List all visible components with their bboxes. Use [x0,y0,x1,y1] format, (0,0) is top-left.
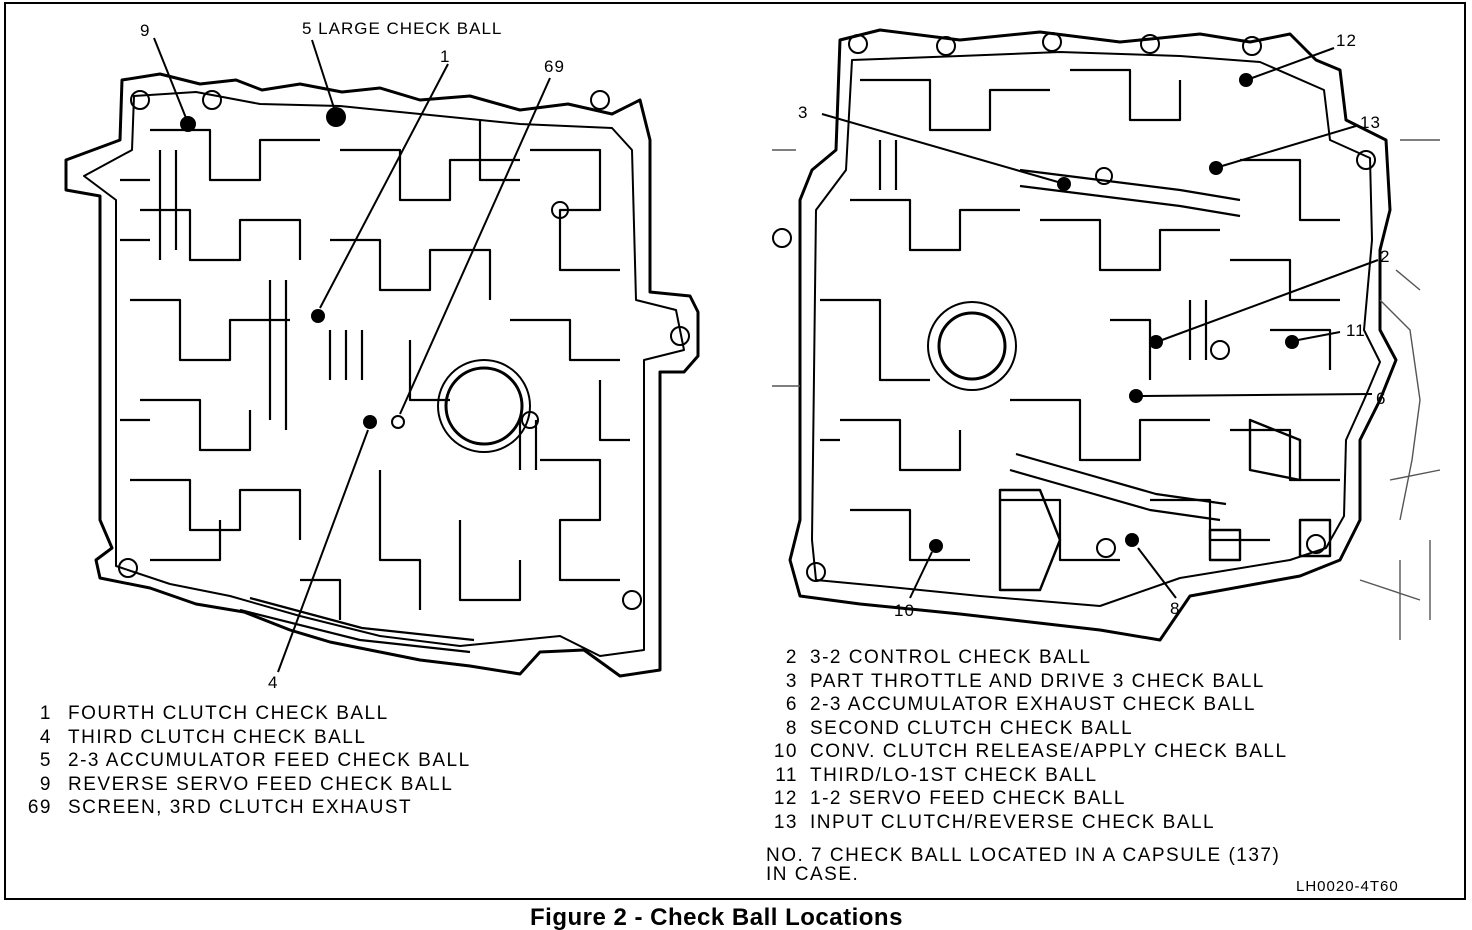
check-ball-6 [1129,389,1143,403]
legend-row: 11 THIRD/LO-1ST CHECK BALL [766,764,1326,788]
callout-9: 9 [140,21,151,40]
note-line-1: NO. 7 CHECK BALL LOCATED IN A CAPSULE (1… [766,845,1281,866]
left-bore [444,366,524,446]
legend-text: THIRD/LO-1ST CHECK BALL [810,764,1098,786]
legend-number: 2 [785,647,798,668]
legend-number: 12 [773,788,798,809]
legend-number: 11 [775,764,798,786]
check-ball-3 [1057,177,1071,191]
check-ball-8 [1125,533,1139,547]
legend-text: SECOND CLUTCH CHECK BALL [810,717,1134,739]
right-bore [937,311,1007,381]
right-leader-lines [821,47,1379,599]
legend-text: CONV. CLUTCH RELEASE/APPLY CHECK BALL [810,741,1288,762]
figure-caption: Figure 2 - Check Ball Locations [530,904,903,930]
legend-number: 9 [39,773,52,795]
legend-number: 69 [27,797,52,818]
legend-number: 5 [39,750,52,771]
legend-row: 3 PART THROTTLE AND DRIVE 3 CHECK BALL [766,670,1326,694]
callout-10: 10 [894,601,915,620]
left-bolt-holes [118,90,690,610]
legend-number: 10 [773,741,798,762]
right-irregular-blocks [998,418,1332,592]
left-body-inner-outline [83,91,685,657]
legend-row: 1 FOURTH CLUTCH CHECK BALL [10,702,510,726]
callout-8: 8 [1170,599,1181,618]
legend-text: 1-2 SERVO FEED CHECK BALL [810,788,1126,809]
right-case-hatching [772,139,1441,640]
legend-row: 6 2-3 ACCUMULATOR EXHAUST CHECK BALL [766,693,1326,717]
legend-row: 10 CONV. CLUTCH RELEASE/APPLY CHECK BALL [766,740,1326,764]
right-body-outline [788,28,1398,642]
legend-row: 4 THIRD CLUTCH CHECK BALL [10,726,510,750]
left-valve-body [64,72,700,678]
legend-text: SCREEN, 3RD CLUTCH EXHAUST [68,797,413,818]
callout-5: 5 LARGE CHECK BALL [302,19,503,38]
legend-text: REVERSE SERVO FEED CHECK BALL [68,773,454,795]
legend-number: 8 [785,717,798,739]
left-leader-lines [153,37,551,673]
callout-69: 69 [544,57,565,76]
callout-11: 11 [1346,321,1366,340]
left-body-outline [64,72,700,678]
callout-12: 12 [1336,31,1357,50]
legend-row: 12 1-2 SERVO FEED CHECK BALL [766,787,1326,811]
legend-number: 3 [785,670,798,692]
left-fluid-channels [120,120,630,654]
legend-number: 13 [773,811,798,833]
legend-number: 1 [39,703,52,724]
callout-4: 4 [268,673,279,692]
check-ball-13 [1209,161,1223,175]
legend-row: 9 REVERSE SERVO FEED CHECK BALL [10,773,510,797]
figure-code: LH0020-4T60 [1296,878,1399,895]
legend-text: THIRD CLUTCH CHECK BALL [68,726,367,748]
right-bolt-holes [772,32,1376,582]
legend-text: PART THROTTLE AND DRIVE 3 CHECK BALL [810,670,1265,692]
right-check-balls [929,73,1299,553]
check-ball-9 [180,116,196,132]
legend-row: 69 SCREEN, 3RD CLUTCH EXHAUST [10,796,510,820]
callout-2: 2 [1380,247,1391,266]
figure-border [4,2,1466,900]
check-ball-2 [1149,335,1163,349]
check-ball-1 [311,309,325,323]
callout-6: 6 [1376,389,1387,408]
left-check-balls [180,107,405,429]
callout-1: 1 [440,47,451,66]
legend-text: 2-3 ACCUMULATOR EXHAUST CHECK BALL [810,694,1256,715]
callout-13: 13 [1360,113,1381,132]
legend-number: 4 [39,726,52,748]
legend-number: 6 [785,694,798,715]
left-legend: 1 FOURTH CLUTCH CHECK BALL 4 THIRD CLUTCH … [10,702,510,820]
note-line-2: IN CASE. [766,864,860,885]
check-ball-11 [1285,335,1299,349]
check-ball-4 [363,415,377,429]
legend-text: 2-3 ACCUMULATOR FEED CHECK BALL [68,750,471,771]
check-ball-12 [1239,73,1253,87]
legend-row: 2 3-2 CONTROL CHECK BALL [766,646,1326,670]
capsule-note: NO. 7 CHECK BALL LOCATED IN A CAPSULE (1… [766,846,1280,884]
legend-row: 13 INPUT CLUTCH/REVERSE CHECK BALL [766,811,1326,835]
check-ball-10 [929,539,943,553]
legend-row: 8 SECOND CLUTCH CHECK BALL [766,717,1326,741]
legend-row: 5 2-3 ACCUMULATOR FEED CHECK BALL [10,749,510,773]
legend-text: FOURTH CLUTCH CHECK BALL [68,703,389,724]
callout-3: 3 [798,103,809,122]
legend-text: 3-2 CONTROL CHECK BALL [810,647,1092,668]
screen-69 [391,415,405,429]
right-legend: 2 3-2 CONTROL CHECK BALL 3 PART THROTTLE A… [766,646,1326,834]
right-fluid-channels [820,68,1340,562]
right-valve-body [772,28,1441,642]
legend-text: INPUT CLUTCH/REVERSE CHECK BALL [810,811,1216,833]
check-ball-5 [326,107,346,127]
